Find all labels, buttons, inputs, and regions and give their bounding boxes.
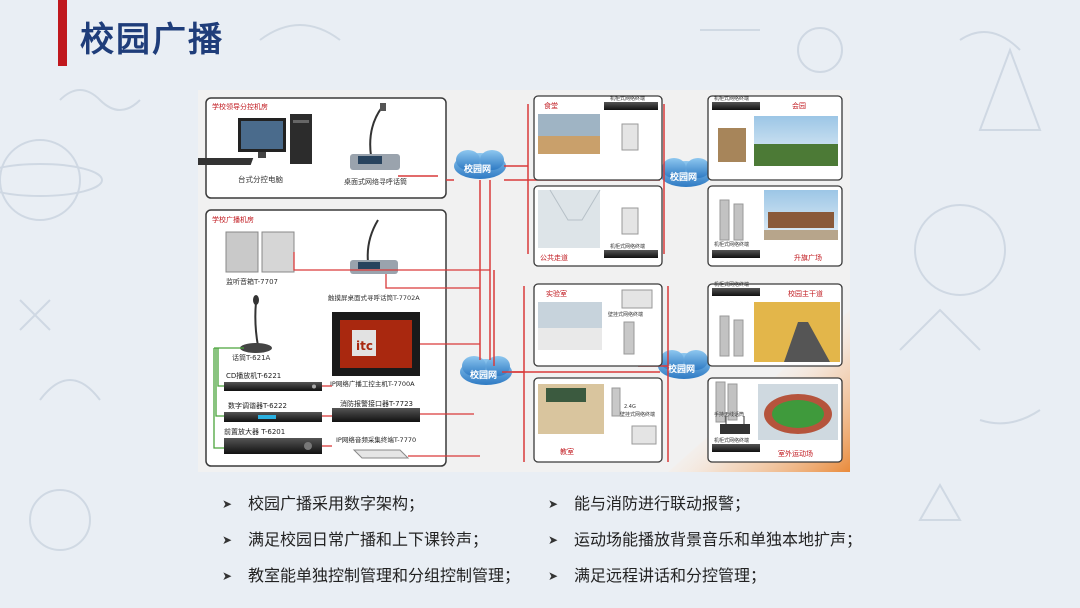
bullet-item: ➤ 满足远程讲话和分控管理；	[548, 558, 862, 594]
wall-terminal-icon-lab	[621, 289, 653, 309]
monitor-speaker-label: 监听音箱T-7707	[226, 277, 278, 286]
rack-terminal-icon-road	[712, 288, 760, 296]
bullet-arrow-icon: ➤	[222, 497, 233, 511]
rack-terminal-icon-corridor	[604, 250, 658, 258]
cloud-label-top-right: 校园网	[670, 171, 697, 183]
itc-logo-text: itc	[356, 339, 373, 353]
rack-terminal-label-canteen: 机柜式网络终端	[610, 95, 645, 102]
bullet-text: 能与消防进行联动报警；	[574, 494, 751, 513]
rack-terminal-label-playground: 机柜式网络终端	[714, 437, 749, 444]
classroom-speaker-icon	[611, 387, 621, 417]
tuner-icon	[224, 412, 322, 422]
preamp-icon	[224, 438, 322, 454]
wireless-mic-icon	[720, 416, 750, 434]
bullet-text: 满足校园日常广播和上下课铃声；	[248, 530, 489, 549]
ip-host-label: IP网络广播工控主机T-7700A	[330, 379, 415, 388]
rack-terminal-icon-playground	[712, 444, 760, 452]
touch-mic-label: 触摸屏桌面式寻呼话筒T-7702A	[328, 293, 420, 302]
bullet-arrow-icon: ➤	[548, 569, 559, 583]
ip-collector-label: IP网络音频采集终端T-7770	[336, 435, 416, 444]
bullet-text: 校园广播采用数字架构；	[248, 494, 425, 513]
cloud-icon-top-left	[454, 150, 506, 179]
bullet-item: ➤ 能与消防进行联动报警；	[548, 486, 862, 522]
title-accent-bar	[58, 0, 67, 66]
wall-terminal-icon-classroom	[631, 425, 657, 445]
bullet-text: 满足远程讲话和分控管理；	[574, 566, 767, 585]
diagram-canvas: 学校领导分控机房 台式分控电脑 桌面式网络寻呼话筒 学校广播机房 监听音箱T-7…	[194, 90, 850, 472]
canteen-label: 食堂	[544, 101, 558, 110]
bullet-text: 运动场能播放背景音乐和单独本地扩声；	[574, 530, 863, 549]
bullet-text: 教室能单独控制管理和分组控制管理；	[248, 566, 521, 585]
rack-terminal-label-auditorium: 机柜式网络终端	[714, 95, 749, 102]
main-road-speaker-icon	[719, 315, 730, 357]
cd-player-icon	[224, 382, 322, 391]
auditorium-label: 会园	[792, 101, 806, 110]
cloud-label-bottom-left: 校园网	[470, 369, 497, 381]
flag-square-label: 升旗广场	[794, 253, 822, 262]
wall-terminal-icon-canteen	[621, 123, 639, 151]
control-room-label: 学校领导分控机房	[212, 102, 268, 111]
bullet-item: ➤ 教室能单独控制管理和分组控制管理；	[222, 558, 520, 594]
network-cables-local	[293, 252, 490, 457]
bullet-arrow-icon: ➤	[222, 569, 233, 583]
page-title: 校园广播	[80, 20, 224, 60]
bullet-arrow-icon: ➤	[548, 533, 559, 547]
playground-photo	[758, 384, 838, 440]
mic-label: 话筒T-621A	[232, 353, 271, 362]
wall-terminal-icon-corridor	[621, 207, 639, 235]
monitor-speaker-icon	[225, 231, 295, 273]
bullet-item: ➤ 满足校园日常广播和上下课铃声；	[222, 522, 520, 558]
cloud-icon-top-right	[660, 158, 712, 187]
wall-terminal-label-lab: 壁挂式网络终端	[608, 311, 643, 318]
gooseneck-mic-icon	[240, 295, 272, 353]
corridor-label: 公共走道	[540, 253, 568, 262]
wall-terminal-label-classroom: 壁挂式网络终端	[620, 411, 655, 418]
lab-speaker-icon	[623, 321, 635, 355]
audio-cables	[213, 347, 244, 449]
tuner-label: 数字调谐器T-6222	[228, 401, 287, 410]
cloud-icon-bottom-left	[460, 356, 512, 385]
rack-terminal-label-corridor: 机柜式网络终端	[610, 243, 645, 250]
rack-terminal-icon-canteen	[604, 102, 658, 110]
desk-mic-label: 桌面式网络寻呼话筒	[344, 177, 407, 186]
playground-label: 室外运动场	[778, 449, 813, 458]
auditorium-speaker-icon	[718, 128, 746, 162]
ip-collector-icon	[352, 449, 410, 459]
rack-terminal-label-road: 机柜式网络终端	[714, 281, 749, 288]
cloud-label-top-left: 校园网	[464, 163, 491, 175]
lab-label: 实验室	[546, 289, 567, 298]
wireless-mic-label: 手持无线话筒	[714, 411, 744, 418]
bullet-item: ➤ 校园广播采用数字架构；	[222, 486, 520, 522]
network-diagram: 学校领导分控机房 台式分控电脑 桌面式网络寻呼话筒 学校广播机房 监听音箱T-7…	[194, 90, 850, 472]
wireless-band-label: 2.4G	[624, 404, 636, 410]
desk-mic-icon	[350, 103, 400, 170]
rack-terminal-icon-flag	[712, 250, 760, 258]
rack-terminal-label-flag: 机柜式网络终端	[714, 241, 749, 248]
desktop-pc-icon	[194, 114, 312, 165]
bullet-arrow-icon: ➤	[222, 533, 233, 547]
corridor-photo	[538, 190, 600, 248]
cd-player-label: CD播放机T-6221	[226, 371, 281, 380]
flag-square-speaker-icon	[719, 199, 730, 241]
bullet-list-right: ➤ 能与消防进行联动报警； ➤ 运动场能播放背景音乐和单独本地扩声； ➤ 满足远…	[548, 486, 862, 594]
broadcast-room-label: 学校广播机房	[212, 215, 254, 224]
preamp-label: 前置放大器 T-6201	[224, 427, 285, 436]
classroom-label: 教室	[560, 447, 574, 456]
bullet-arrow-icon: ➤	[548, 497, 559, 511]
bullet-list-left: ➤ 校园广播采用数字架构； ➤ 满足校园日常广播和上下课铃声； ➤ 教室能单独控…	[222, 486, 520, 594]
playground-speaker-icon	[715, 381, 726, 423]
main-road-label: 校园主干道	[788, 289, 823, 298]
desktop-pc-label: 台式分控电脑	[238, 174, 283, 184]
cloud-icon-bottom-right	[658, 350, 710, 379]
fire-interface-icon	[332, 408, 420, 422]
bullet-item: ➤ 运动场能播放背景音乐和单独本地扩声；	[548, 522, 862, 558]
rack-terminal-icon-auditorium	[712, 102, 760, 110]
network-backbone	[398, 104, 669, 462]
fire-interface-label: 消防报警接口器T-7723	[340, 399, 413, 408]
cloud-label-bottom-right: 校园网	[668, 363, 695, 375]
ip-host-icon	[332, 312, 420, 376]
